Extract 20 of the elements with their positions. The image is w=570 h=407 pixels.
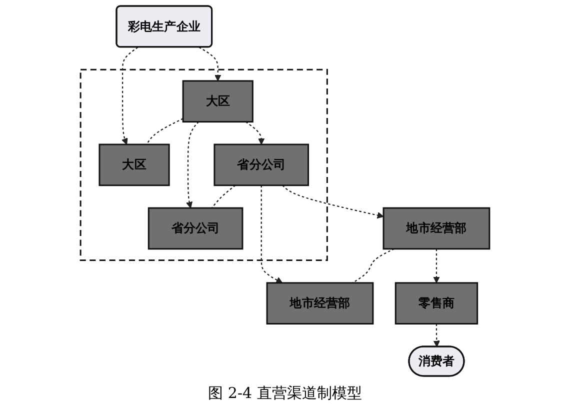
connector bbox=[146, 118, 184, 145]
node-box: 大区 bbox=[98, 144, 170, 186]
arrow bbox=[186, 121, 200, 208]
arrow bbox=[433, 248, 440, 284]
arrow bbox=[122, 46, 138, 145]
arrow bbox=[433, 324, 440, 348]
node-box: 地市经营部 bbox=[382, 207, 490, 250]
cluster bbox=[80, 68, 328, 261]
connector bbox=[352, 248, 394, 284]
node-box: 大区 bbox=[182, 80, 254, 123]
arrow bbox=[260, 185, 283, 284]
arrow bbox=[282, 184, 384, 219]
node-box: 零售商 bbox=[394, 282, 478, 325]
figure-caption: 图 2-4 直营渠道制模型 bbox=[208, 384, 362, 403]
node-box: 地市经营部 bbox=[266, 282, 374, 325]
node-box: 省分公司 bbox=[214, 144, 310, 186]
arrow bbox=[246, 121, 265, 145]
node-box: 省分公司 bbox=[148, 207, 244, 250]
connector bbox=[211, 184, 236, 208]
arrow bbox=[198, 46, 222, 82]
